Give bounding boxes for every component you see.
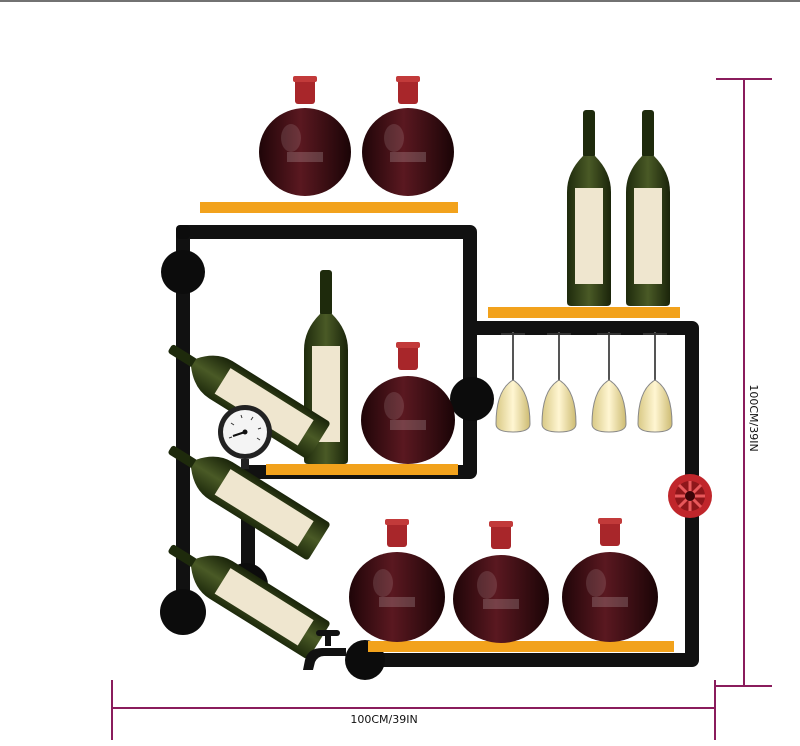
pipe-joint-top-left [161,250,205,294]
bottle-upright-right-1 [567,110,611,306]
wine-glass-2 [541,332,577,433]
shelf-middle [266,464,458,475]
shelves [200,202,680,652]
glass-holder-bar [488,322,680,332]
pressure-gauge-icon [218,405,272,469]
pipe-joints [160,225,494,680]
pipe-right-frame [353,321,699,667]
dimension-width-line [111,680,716,740]
decanter-middle [361,342,455,464]
height-label: 100CM/39IN [747,384,760,451]
decanter-bottom-1 [349,519,445,642]
bottle-slanted-1 [168,344,330,459]
valve-wheel-icon [668,474,712,518]
pipe-joint-center [450,377,494,421]
shelf-bottom [368,641,674,652]
pipe-joint-bottom-left [160,589,206,635]
pipe-elbow [176,225,190,239]
bottle-slanted-2 [168,445,330,560]
shelf-top [200,202,458,213]
shelf-right-upper [488,307,680,318]
decanter-bottom-3 [562,518,658,642]
decanter-bottom-2 [453,521,549,643]
dimension-height-line [716,78,772,687]
decanter-top-2 [362,76,454,196]
wine-glass-1 [495,332,531,433]
bottle-slanted-3 [168,544,330,659]
decanter-top-1 [259,76,351,196]
faucet-icon [303,630,346,670]
wine-glass-4 [637,332,673,433]
wine-glass-3 [591,332,627,433]
bottle-upright-right-2 [626,110,670,306]
width-label: 100CM/39IN [350,713,417,726]
